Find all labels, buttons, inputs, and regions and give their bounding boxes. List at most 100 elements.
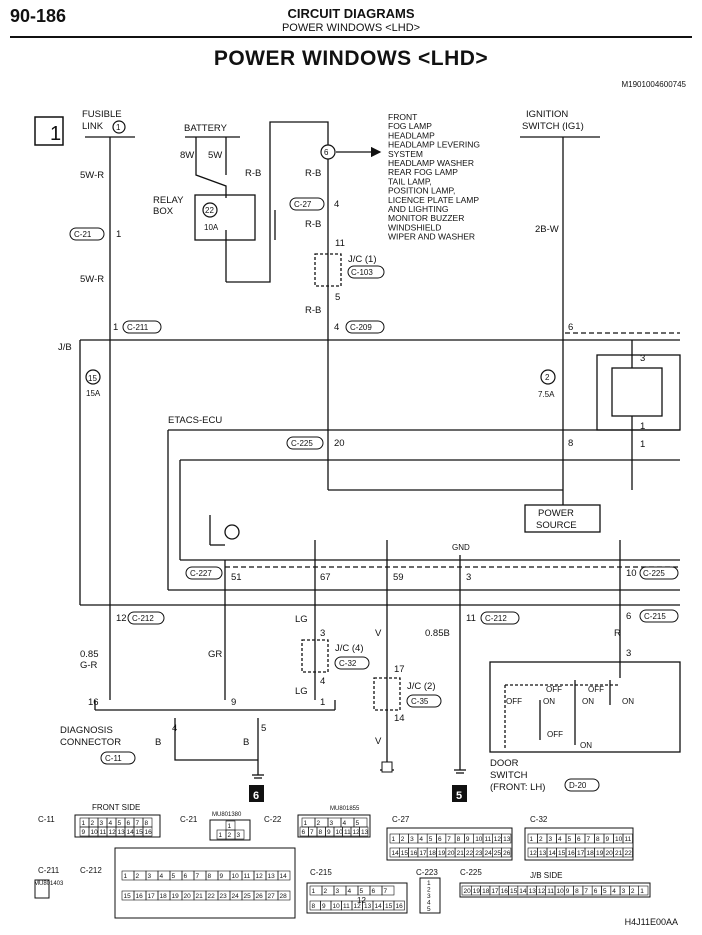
c32-pin: 12 xyxy=(530,850,538,857)
c212-pin: 9 xyxy=(220,873,224,880)
c212-pin: 18 xyxy=(160,893,168,900)
conn-c27: C-27 xyxy=(294,200,312,209)
c223-pin: 1 xyxy=(427,880,431,887)
c27-pin: 1 xyxy=(392,836,396,843)
c22-pin: 7 xyxy=(310,829,314,836)
c22-pin: 6 xyxy=(302,829,306,836)
junction-target: REAR FOG LAMP xyxy=(388,167,458,177)
relay-fuse-rating: 10A xyxy=(204,223,219,232)
junction-target: LICENCE PLATE LAMP xyxy=(388,195,479,205)
c27-pin-cell xyxy=(501,847,512,858)
c212-pin: 24 xyxy=(232,893,240,900)
c32-pin: 3 xyxy=(549,836,553,843)
pin-dc-5: 5 xyxy=(261,723,266,734)
battery-wire-5w: 5W xyxy=(208,150,222,161)
page-number: 90-186 xyxy=(10,6,67,26)
c223-pin: 2 xyxy=(427,887,431,894)
c32-pin-cell xyxy=(622,847,633,858)
c27-pin: 10 xyxy=(475,836,483,843)
jc1-label: J/C (1) xyxy=(348,254,377,265)
junction-target: FOG LAMP xyxy=(388,121,432,131)
cv-mu801380: MU801380 xyxy=(212,812,242,818)
c212-pin: 27 xyxy=(268,893,276,900)
c212-pin-cell xyxy=(277,890,291,901)
conn-c212-right: C-212 xyxy=(485,614,507,623)
c212-pin: 1 xyxy=(124,873,128,880)
c212-pin: 7 xyxy=(196,873,200,880)
relay-fuse-num: 22 xyxy=(205,206,214,215)
jb-pin: 8 xyxy=(575,888,579,895)
c27-pin: 5 xyxy=(429,836,433,843)
c27-pin: 25 xyxy=(494,850,502,857)
battery-wire-8w: 8W xyxy=(180,150,194,161)
sheet-number-box xyxy=(34,116,64,146)
pin-3: 3 xyxy=(466,572,471,583)
c27-pin: 8 xyxy=(457,836,461,843)
c11-pin: 15 xyxy=(136,829,144,836)
c21-pin-cell xyxy=(234,829,245,840)
c11-pin: 6 xyxy=(127,820,131,827)
c212-pin: 25 xyxy=(244,893,252,900)
pin-c212-12: 12 xyxy=(116,613,127,624)
conn-c225-bottom: C-225 xyxy=(643,569,665,578)
c212-pin: 8 xyxy=(208,873,212,880)
door-switch-line1: DOOR xyxy=(490,758,519,769)
c22-pin: 13 xyxy=(361,829,369,836)
front-side-label: FRONT SIDE xyxy=(92,803,140,812)
c27-pin: 7 xyxy=(447,836,451,843)
c32-pin: 13 xyxy=(539,850,547,857)
c32-pin: 4 xyxy=(558,836,562,843)
c27-pin-cell xyxy=(501,833,512,844)
c215-pin: 15 xyxy=(385,903,393,910)
c22-pin: 11 xyxy=(344,829,351,836)
pin-jc2-14: 14 xyxy=(394,713,405,724)
c215-pin: 7 xyxy=(384,888,388,895)
jc4-label: J/C (4) xyxy=(335,643,364,654)
jb-pin: 2 xyxy=(631,888,635,895)
c21-pin: 2 xyxy=(228,832,232,839)
junction-target: TAIL LAMP, xyxy=(388,176,432,186)
header-title: CIRCUIT DIAGRAMS xyxy=(287,6,415,21)
cv-c223-label: C-223 xyxy=(416,868,438,877)
pin-c21-1: 1 xyxy=(116,229,121,240)
c32-pin: 21 xyxy=(615,850,623,857)
c27-pin: 19 xyxy=(438,850,446,857)
c22-pin: 12 xyxy=(353,829,361,836)
door-on-3: ON xyxy=(622,697,634,706)
c215-pin: 11 xyxy=(343,903,350,910)
pin-c209-4: 4 xyxy=(334,322,339,333)
header-subtitle: POWER WINDOWS <LHD> xyxy=(281,22,421,34)
c223-pin: 5 xyxy=(427,906,431,913)
diag-label2: CONNECTOR xyxy=(60,737,121,748)
c32-pin: 8 xyxy=(596,836,600,843)
pin-jc1-11: 11 xyxy=(335,238,345,249)
c11-pin: 7 xyxy=(136,820,140,827)
ground-6: 6 xyxy=(253,790,259,802)
c11-pin: 9 xyxy=(82,829,86,836)
header-rule xyxy=(10,36,692,38)
pin-jc4-3: 3 xyxy=(320,628,325,639)
pin-c225-20: 20 xyxy=(334,438,345,449)
pin-relay-3: 3 xyxy=(640,353,645,364)
c11-pin: 5 xyxy=(118,820,122,827)
fuse15-rating: 15A xyxy=(86,389,101,398)
cv-c27-label: C-27 xyxy=(392,815,410,824)
jb-pin: 20 xyxy=(464,888,472,895)
junction-target: SYSTEM xyxy=(388,149,423,159)
wire-lg-2: LG xyxy=(295,686,308,697)
pin-c227-51: 51 xyxy=(231,572,242,583)
wire-v-1: V xyxy=(375,628,382,639)
door-off-1: OFF xyxy=(546,685,562,694)
cv-mu801403: MU801403 xyxy=(34,881,64,887)
wire-b-2: B xyxy=(243,737,249,748)
c215-mid: 12 xyxy=(357,896,366,905)
jb-pin: 5 xyxy=(603,888,607,895)
c32-pin: 2 xyxy=(539,836,543,843)
c212-pin: 28 xyxy=(280,893,288,900)
conn-c215: C-215 xyxy=(644,612,666,621)
c215-pin: 3 xyxy=(336,888,340,895)
conn-c211: C-211 xyxy=(127,323,149,332)
bottom-code: H4J11E00AA xyxy=(624,917,678,927)
conn-c35: C-35 xyxy=(411,697,429,706)
